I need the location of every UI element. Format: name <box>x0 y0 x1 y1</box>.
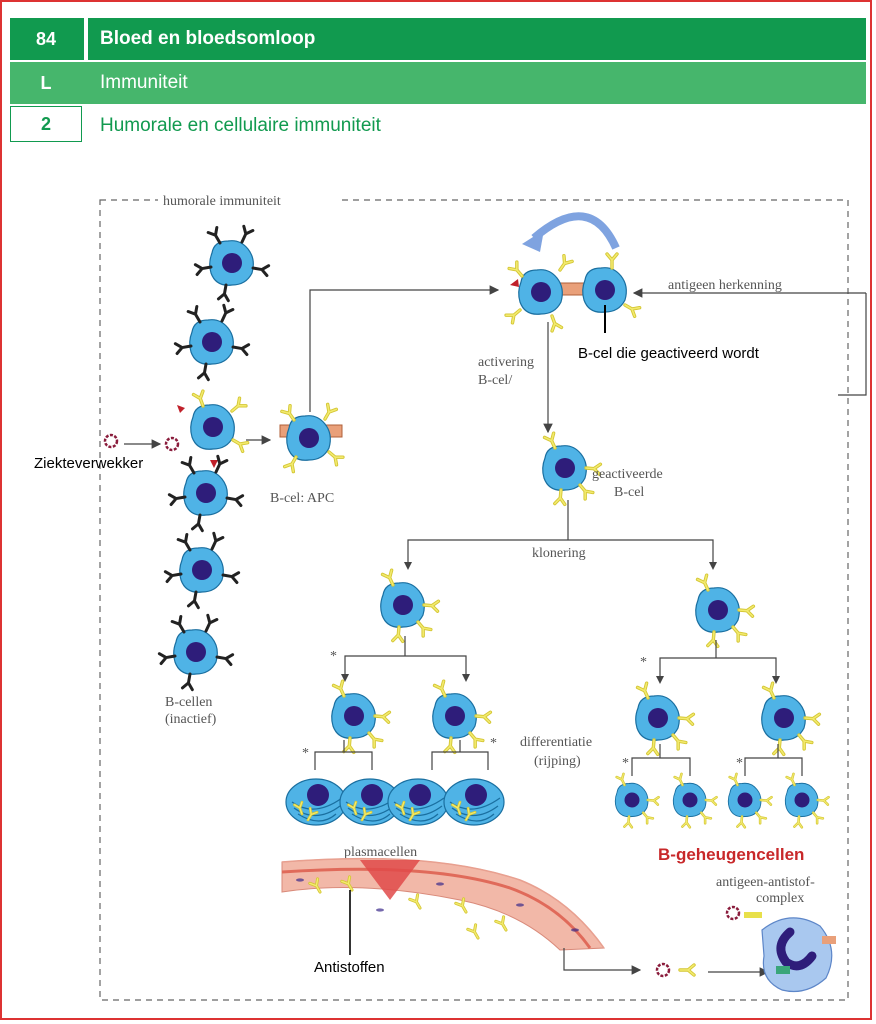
complex-antigen-icon <box>725 905 741 921</box>
chapter-bar <box>10 18 866 60</box>
antigen-feedback-line <box>838 293 867 396</box>
inactive-b-cell-5 <box>159 615 232 689</box>
left-gen2-cell-a <box>332 681 390 752</box>
activated-label-2: B-cel <box>614 485 644 500</box>
differentiation-label-2: (rijping) <box>534 754 581 769</box>
memory-cell-4 <box>785 774 828 827</box>
activated-cell-annotation: B-cel die geactiveerd wordt <box>578 345 760 362</box>
subsection-number-box <box>10 106 82 142</box>
memory-cells-annotation: B-geheugencellen <box>658 845 804 864</box>
plasma-cell-1 <box>286 779 346 825</box>
apc-to-activation-arrow <box>309 285 500 412</box>
humoral-region-label: humorale immuniteit <box>163 194 281 209</box>
bound-pathogen-icon <box>164 436 180 452</box>
apc-b-cell <box>279 402 345 474</box>
blood-vessel <box>281 857 605 951</box>
memory-cell-1 <box>615 774 658 827</box>
pathogen-icon <box>103 433 119 449</box>
cloning-label: klonering <box>532 546 586 561</box>
activation-label-2: B-cel/ <box>478 373 512 388</box>
star-marker: * <box>736 756 743 771</box>
activation-pair <box>504 252 642 333</box>
plasma-cell-4 <box>444 779 504 825</box>
star-marker: * <box>330 649 337 664</box>
subsection-number: 2 <box>40 113 51 134</box>
memory-cell-3 <box>728 774 771 827</box>
complex-label-1: antigeen-antistof- <box>716 875 815 890</box>
subsection-title: Humorale en cellulaire immuniteit <box>100 115 381 136</box>
antigen-recognition-label: antigeen herkenning <box>668 278 782 293</box>
section-bar <box>10 62 866 104</box>
star-marker: * <box>622 756 629 771</box>
chapter-number: 84 <box>35 28 57 49</box>
section-title: Immuniteit <box>100 72 188 93</box>
clone-cell-right <box>696 575 754 646</box>
inactive-b-cell-3 <box>169 456 242 530</box>
activation-label-1: activering <box>478 355 534 370</box>
pathogen-annotation: Ziekteverwekker <box>34 455 143 472</box>
left-gen2-cell-b <box>433 681 491 752</box>
plasma-cells-label: plasmacellen <box>344 845 417 860</box>
differentiation-label-1: differentiatie <box>520 735 592 750</box>
section-number: L <box>40 72 52 93</box>
macrophage <box>744 912 836 993</box>
cloning-branch <box>407 539 714 566</box>
plasma-cell-3 <box>388 779 448 825</box>
complex-pathogen-icon <box>655 962 671 978</box>
to-complex-arrow <box>563 948 642 975</box>
activated-label-1: geactiveerde <box>592 467 663 482</box>
star-marker: * <box>302 746 309 761</box>
right-gen2-cell-b <box>762 683 820 754</box>
inactive-b-cell-4 <box>165 533 238 607</box>
recognizing-b-cell <box>177 389 250 468</box>
chapter-title: Bloed en bloedsomloop <box>100 28 316 49</box>
humoral-region-border <box>99 199 849 1001</box>
right-gen2-cell-a <box>636 683 694 754</box>
complex-label-2: complex <box>756 891 804 906</box>
inactive-b-cell-1 <box>195 226 268 300</box>
recycle-arrow <box>531 212 620 250</box>
star-marker: * <box>640 655 647 670</box>
memory-cell-2 <box>673 774 716 827</box>
antibodies-annotation: Antistoffen <box>314 959 385 976</box>
clone-cell-left <box>381 570 439 641</box>
b-cells-label-2: (inactief) <box>165 712 217 727</box>
inactive-b-cell-2 <box>175 305 248 379</box>
star-marker: * <box>490 736 497 751</box>
apc-label: B-cel: APC <box>270 491 334 506</box>
b-cells-label-1: B-cellen <box>165 695 212 710</box>
